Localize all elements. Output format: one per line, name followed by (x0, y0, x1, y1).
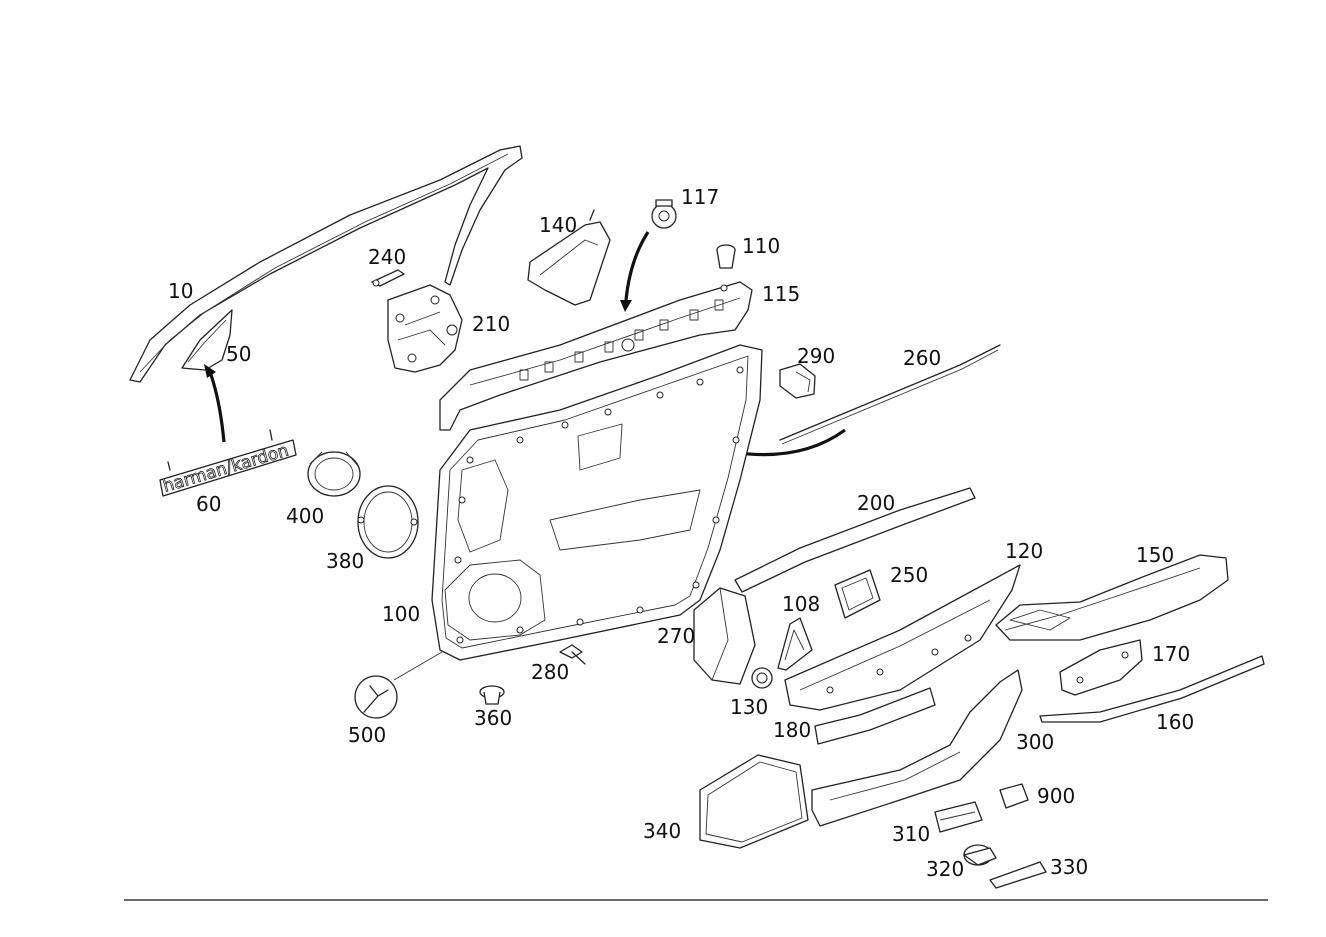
part-100-door-panel (431, 344, 763, 661)
label-240: 240 (368, 245, 406, 269)
part-170-bracket (1059, 639, 1143, 696)
label-400: 400 (286, 504, 324, 528)
part-900-cylinder (999, 783, 1029, 809)
part-360-clip (479, 685, 505, 705)
label-500: 500 (348, 723, 386, 747)
label-280: 280 (531, 660, 569, 684)
part-130-grommet (751, 667, 773, 689)
label-900: 900 (1037, 784, 1075, 808)
part-110-plug (716, 244, 736, 269)
part-117-fastener (651, 199, 677, 229)
part-50-mirror-triangle (181, 309, 233, 371)
label-330: 330 (1050, 855, 1088, 879)
part-330-cover (989, 861, 1047, 889)
part-300-lower-trim (811, 669, 1023, 827)
part-150-armrest (995, 554, 1229, 641)
part-160-strip (1039, 655, 1265, 723)
part-310-switch-module (934, 801, 983, 833)
part-108-frame (777, 617, 813, 671)
label-270: 270 (657, 624, 695, 648)
label-170: 170 (1152, 642, 1190, 666)
label-110: 110 (742, 234, 780, 258)
label-160: 160 (1156, 710, 1194, 734)
label-340: 340 (643, 819, 681, 843)
part-10-window-frame (129, 145, 523, 383)
label-250: 250 (890, 563, 928, 587)
label-140: 140 (539, 213, 577, 237)
label-60: 60 (196, 492, 221, 516)
label-310: 310 (892, 822, 930, 846)
label-10: 10 (168, 279, 193, 303)
part-320-bulb (963, 844, 997, 866)
label-117: 117 (681, 185, 719, 209)
part-60-logo-badge: harman/kardon (159, 429, 297, 497)
flow-arrow-badge-to-triangle (204, 364, 226, 443)
part-500-tool-symbol (354, 651, 443, 719)
part-120-armrest-carrier (784, 564, 1021, 711)
part-115-upper-rail (439, 281, 753, 431)
label-150: 150 (1136, 543, 1174, 567)
part-240-clip (371, 269, 405, 287)
part-180-lower-trim (814, 687, 936, 745)
label-380: 380 (326, 549, 364, 573)
label-120: 120 (1005, 539, 1043, 563)
part-280-screw (559, 644, 586, 665)
label-115: 115 (762, 282, 800, 306)
part-labels: 10 50 60 100 108 110 115 117 120 130 140… (168, 185, 1194, 881)
label-100: 100 (382, 602, 420, 626)
label-360: 360 (474, 706, 512, 730)
part-400-speaker-ring (307, 451, 361, 497)
label-290: 290 (797, 344, 835, 368)
part-290-switch (779, 363, 816, 399)
label-50: 50 (226, 342, 251, 366)
part-270-pocket (693, 587, 756, 685)
label-130: 130 (730, 695, 768, 719)
part-200-trim-strip (734, 487, 976, 593)
label-108: 108 (782, 592, 820, 616)
label-260: 260 (903, 346, 941, 370)
part-140-seal (527, 209, 611, 306)
label-320: 320 (926, 857, 964, 881)
label-180: 180 (773, 718, 811, 742)
part-380-speaker-gasket (357, 485, 419, 559)
label-300: 300 (1016, 730, 1054, 754)
label-210: 210 (472, 312, 510, 336)
flow-arrow-117-to-rail (620, 231, 650, 312)
part-340-seal-frame (699, 754, 809, 849)
logo-text: harman/kardon (161, 441, 291, 497)
part-210-handle-bracket (387, 284, 463, 373)
part-260-cable (779, 344, 1001, 445)
label-200: 200 (857, 491, 895, 515)
part-250-bezel (834, 569, 881, 619)
